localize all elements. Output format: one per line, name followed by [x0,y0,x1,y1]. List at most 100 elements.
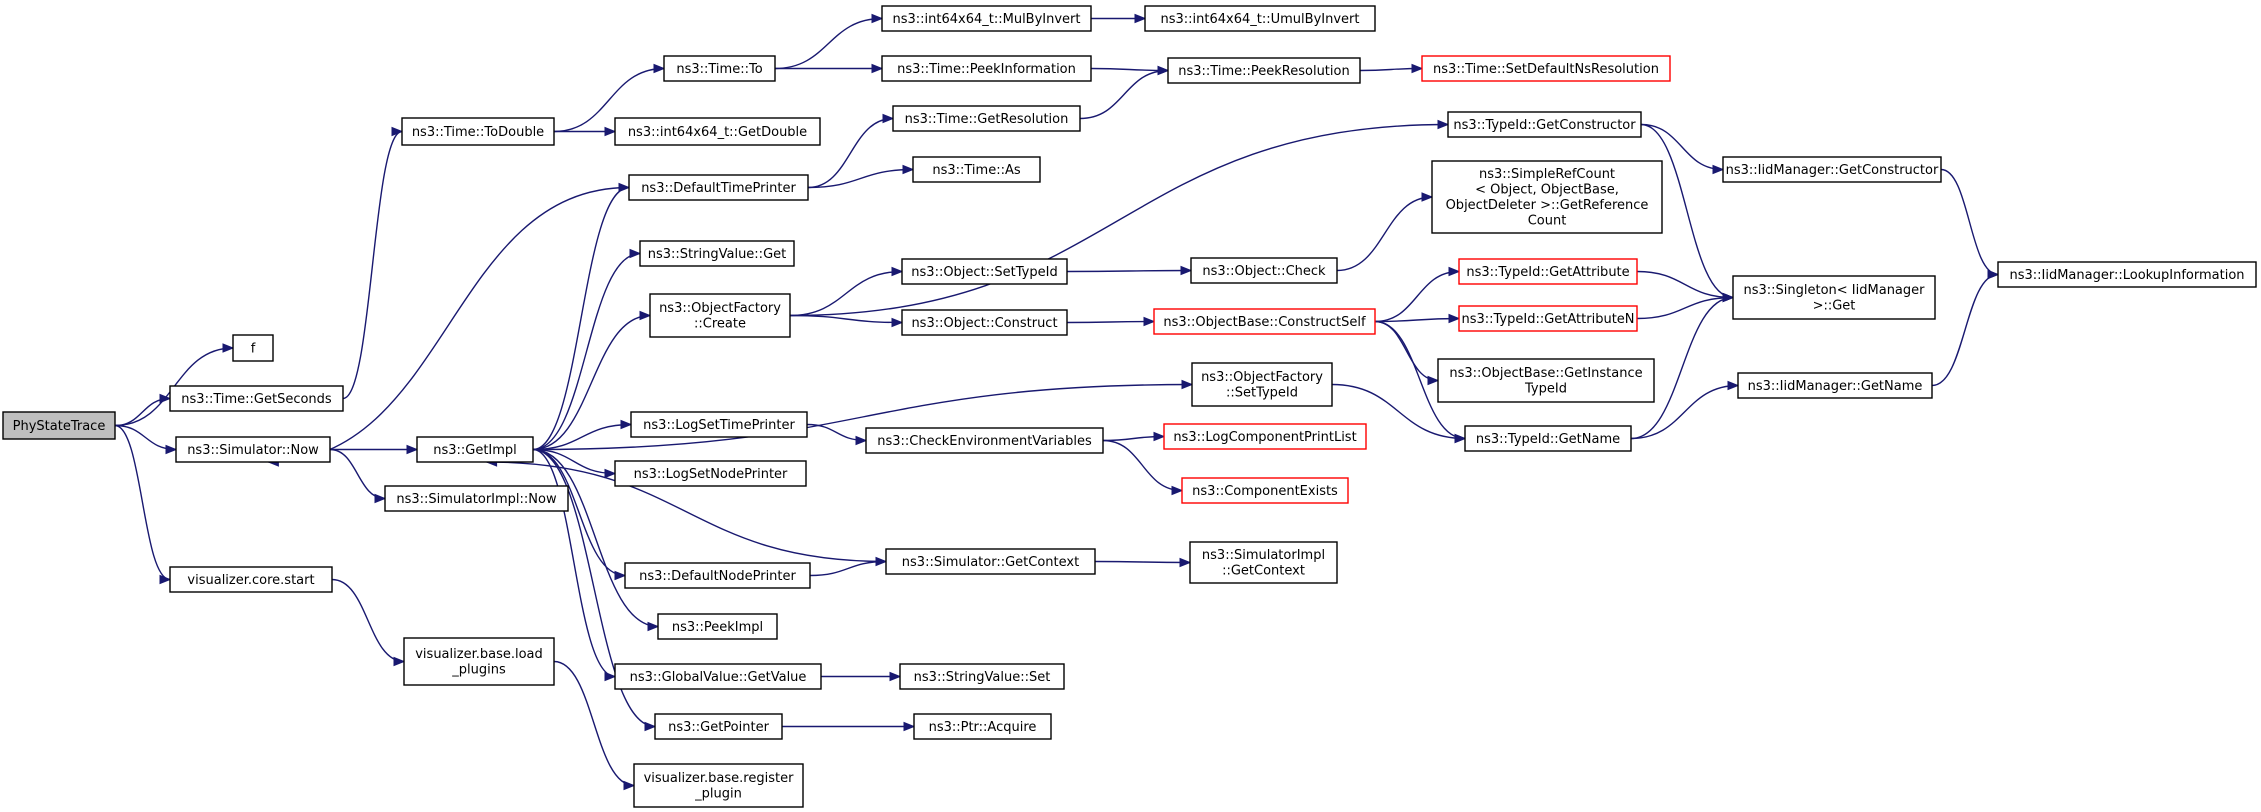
node-objcheck[interactable]: ns3::Object::Check [1190,257,1338,284]
node-singletonget[interactable]: ns3::Singleton< IidManager>::Get [1732,275,1936,320]
node-simimplnow[interactable]: ns3::SimulatorImpl::Now [384,485,569,512]
node-typeidgetattr[interactable]: ns3::TypeId::GetAttribute [1458,258,1638,285]
edge-vizstart-to-vizload [331,578,406,667]
node-peekimpl[interactable]: ns3::PeekImpl [657,613,778,640]
node-logcomplist[interactable]: ns3::LogComponentPrintList [1163,423,1367,450]
node-compexists[interactable]: ns3::ComponentExists [1181,477,1349,504]
node-label: TypeId [1524,382,1567,397]
node-getseconds[interactable]: ns3::Time::GetSeconds [169,385,344,412]
node-gvgetvalue[interactable]: ns3::GlobalValue::GetValue [614,663,822,690]
node-typeidgetctor[interactable]: ns3::TypeId::GetConstructor [1447,111,1642,138]
node-deftimeprinter[interactable]: ns3::DefaultTimePrinter [628,174,809,201]
node-defnodeprinter[interactable]: ns3::DefaultNodePrinter [624,562,811,589]
node-strget[interactable]: ns3::StringValue::Get [639,240,795,267]
node-constructself[interactable]: ns3::ObjectBase::ConstructSelf [1153,308,1376,335]
node-getres[interactable]: ns3::Time::GetResolution [892,105,1081,132]
edge-line [1931,273,1999,387]
edge-getimpl-to-strget [532,248,642,451]
edge-line [532,186,630,451]
arrowhead [1181,379,1194,390]
node-logsettime[interactable]: ns3::LogSetTimePrinter [630,411,808,438]
arrowhead [1727,380,1740,391]
node-typeidgetattrn[interactable]: ns3::TypeId::GetAttributeN [1458,305,1638,332]
arrowhead [159,393,172,404]
node-peekinfo[interactable]: ns3::Time::PeekInformation [881,55,1092,82]
node-logsetnode[interactable]: ns3::LogSetNodePrinter [614,460,807,487]
node-box [649,293,791,338]
edge-objconstruct-to-constructself [1066,316,1156,327]
node-box [1167,57,1361,84]
node-typeidgetname[interactable]: ns3::TypeId::GetName [1464,425,1632,452]
node-ptracquire[interactable]: ns3::Ptr::Acquire [913,713,1052,740]
edge-getimpl-to-getpointer [532,448,657,732]
node-box [169,566,333,593]
node-timeto[interactable]: ns3::Time::To [663,55,776,82]
node-objconstruct[interactable]: ns3::Object::Construct [901,309,1068,336]
node-todouble[interactable]: ns3::Time::ToDouble [401,117,555,146]
edge-line [342,130,403,400]
arrowhead [1157,65,1170,76]
node-box [1181,477,1349,504]
node-box [881,55,1092,82]
node-strset[interactable]: ns3::StringValue::Set [899,663,1065,690]
edge-typeidgetattr-to-singletonget [1636,270,1735,303]
edge-simnow-to-getimpl [330,444,419,455]
node-timeas[interactable]: ns3::Time::As [912,156,1041,183]
edge-timeto-to-mulbyinvert [774,13,884,70]
node-objfactcreate[interactable]: ns3::ObjectFactory::Create [649,293,791,338]
node-simplerefcount[interactable]: ns3::SimpleRefCount< Object, ObjectBase,… [1431,160,1663,234]
node-i64getdouble[interactable]: ns3::int64x64_t::GetDouble [614,117,821,146]
node-getimpl[interactable]: ns3::GetImpl [416,436,534,463]
node-label: ns3::Time::PeekInformation [897,62,1076,77]
node-box [1458,258,1638,285]
arrowhead [1454,433,1467,444]
arrowhead [871,63,884,74]
node-vizstart[interactable]: visualizer.core.start [169,566,333,593]
node-objsettypeid[interactable]: ns3::Object::SetTypeId [901,258,1068,285]
node-label: _plugin [694,787,742,802]
edge-line [1640,123,1734,299]
node-objfactsettypeid[interactable]: ns3::ObjectFactory::SetTypeId [1191,362,1333,407]
edge-objfactsettypeid-to-typeidgetname [1331,383,1467,444]
node-label: ns3::CheckEnvironmentVariables [877,434,1092,449]
edge-peekres-to-setdefns [1359,63,1424,74]
node-checkenv[interactable]: ns3::CheckEnvironmentVariables [865,427,1104,454]
edge-constructself-to-typeidgetattr [1374,266,1461,323]
node-iidgetctor[interactable]: ns3::IidManager::GetConstructor [1722,156,1942,183]
node-label: ns3::Time::GetSeconds [181,392,332,407]
node-iidlookup[interactable]: ns3::IidManager::LookupInformation [1997,261,2257,288]
node-simnow[interactable]: ns3::Simulator::Now [175,436,331,463]
arrowhead [639,310,652,321]
edge-typeidgetname-to-singletonget [1630,292,1735,440]
node-label: ns3::Time::PeekResolution [1178,64,1349,79]
node-f[interactable]: f [232,334,274,362]
node-simgetctx[interactable]: ns3::Simulator::GetContext [885,548,1096,575]
node-box [401,117,555,146]
node-vizload[interactable]: visualizer.base.load_plugins [403,637,555,686]
node-getpointer[interactable]: ns3::GetPointer [654,713,783,740]
node-umulbyinvert[interactable]: ns3::int64x64_t::UmulByInvert [1144,5,1376,32]
node-box [1189,541,1338,584]
node-label: ns3::TypeId::GetName [1476,432,1620,447]
node-label: ns3::GetPointer [668,720,769,735]
node-label: visualizer.base.register [644,771,795,786]
node-setdefns[interactable]: ns3::Time::SetDefaultNsResolution [1421,55,1671,82]
edges-layer [114,13,2000,791]
node-simimplgetctx[interactable]: ns3::SimulatorImpl::GetContext [1189,541,1338,584]
node-peekres[interactable]: ns3::Time::PeekResolution [1167,57,1361,84]
edge-line [532,448,626,577]
node-box [1722,156,1942,183]
node-mulbyinvert[interactable]: ns3::int64x64_t::MulByInvert [881,5,1092,32]
node-label: ::Create [694,317,746,332]
arrowhead [1421,192,1434,202]
node-box [1163,423,1367,450]
node-label: ns3::ObjectBase::GetInstance [1449,366,1642,381]
arrowhead [1437,119,1450,130]
edge-deftimeprinter-to-timeas [807,164,915,189]
node-iidgetname[interactable]: ns3::IidManager::GetName [1737,372,1933,399]
edge-logsettime-to-checkenv [806,423,868,446]
node-vizreg[interactable]: visualizer.base.register_plugin [633,763,804,808]
arrowhead [902,164,915,175]
node-label: >::Get [1813,299,1856,314]
